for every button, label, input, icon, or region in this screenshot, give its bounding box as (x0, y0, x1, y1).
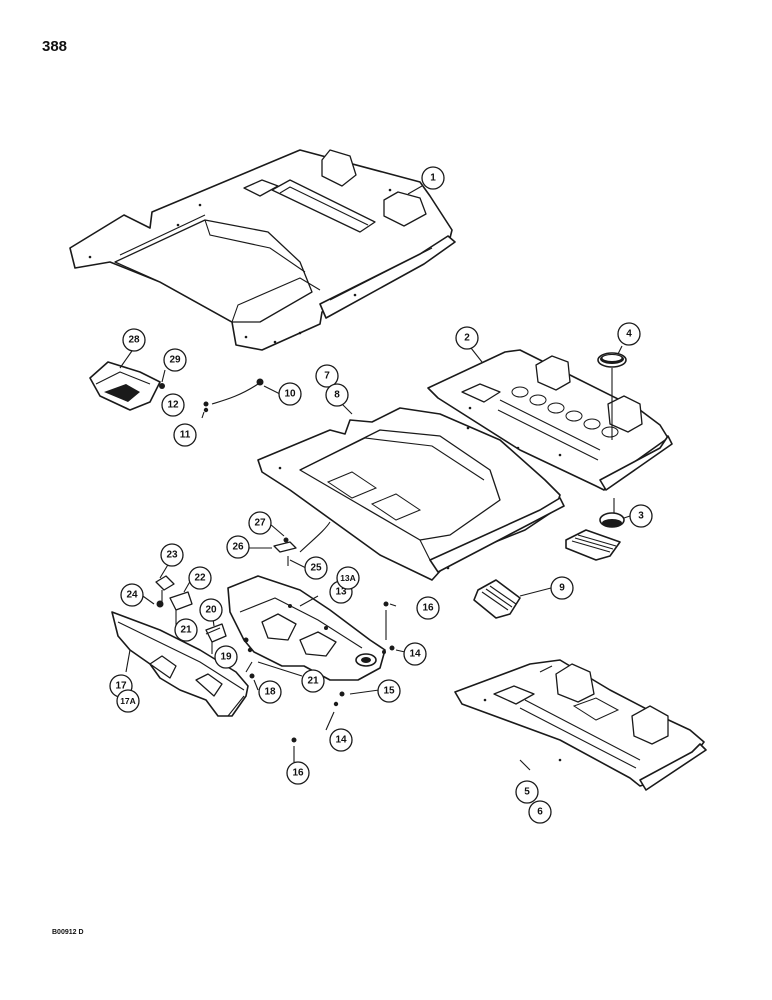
svg-text:18: 18 (264, 687, 276, 698)
callout-21-right: 21 (301, 669, 325, 693)
callout-16-lower: 16 (286, 761, 310, 785)
callout-12: 12 (161, 393, 185, 417)
svg-text:14: 14 (335, 735, 347, 746)
callout-8: 8 (325, 383, 349, 407)
svg-text:1: 1 (430, 173, 436, 184)
svg-text:12: 12 (167, 400, 179, 411)
svg-text:22: 22 (194, 573, 206, 584)
callout-1: 1 (421, 166, 445, 190)
callout-3: 3 (629, 504, 653, 528)
callout-26: 26 (226, 535, 250, 559)
floor-plate-5-6 (454, 659, 707, 791)
floor-plate-assembly-1 (69, 149, 456, 351)
callout-10: 10 (278, 382, 302, 406)
svg-text:14: 14 (409, 649, 421, 660)
callout-20: 20 (199, 598, 223, 622)
callout-27: 27 (248, 511, 272, 535)
svg-text:3: 3 (638, 511, 644, 522)
callout-16-upper: 16 (416, 596, 440, 620)
callout-4: 4 (617, 322, 641, 346)
bracket-28 (89, 361, 161, 411)
callout-13a: 13A (336, 566, 360, 590)
svg-text:28: 28 (128, 335, 140, 346)
floor-plate-2 (427, 349, 673, 491)
callout-15: 15 (377, 679, 401, 703)
svg-text:7: 7 (324, 371, 330, 382)
plug-3 (599, 498, 625, 528)
svg-text:26: 26 (232, 542, 244, 553)
svg-text:19: 19 (220, 652, 232, 663)
callout-17a: 17A (116, 689, 140, 713)
callout-28: 28 (122, 328, 146, 352)
svg-text:23: 23 (166, 550, 178, 561)
callout-14-lower: 14 (329, 728, 353, 752)
svg-text:29: 29 (169, 355, 181, 366)
pedal-pads-9 (473, 529, 621, 619)
callout-5: 5 (515, 780, 539, 804)
callout-7: 7 (315, 364, 339, 388)
svg-text:11: 11 (180, 430, 191, 441)
callout-29: 29 (163, 348, 187, 372)
svg-text:24: 24 (126, 590, 138, 601)
cover-17 (111, 611, 249, 717)
cover-13 (227, 575, 386, 681)
callout-6: 6 (528, 800, 552, 824)
svg-text:10: 10 (284, 389, 296, 400)
svg-text:8: 8 (334, 390, 340, 401)
svg-text:13: 13 (335, 587, 347, 598)
svg-text:25: 25 (310, 563, 322, 574)
svg-text:2: 2 (464, 333, 470, 344)
callout-9: 9 (550, 576, 574, 600)
svg-text:17A: 17A (120, 696, 136, 706)
svg-text:17: 17 (115, 681, 127, 692)
callout-25: 25 (304, 556, 328, 580)
callout-23: 23 (160, 543, 184, 567)
svg-text:5: 5 (524, 787, 530, 798)
svg-text:13A: 13A (340, 573, 356, 583)
callout-18: 18 (258, 680, 282, 704)
page-number: 388 (42, 38, 68, 55)
svg-text:21: 21 (180, 625, 192, 636)
callout-19: 19 (214, 645, 238, 669)
seal-ring-4 (597, 352, 627, 440)
callout-24: 24 (120, 583, 144, 607)
callout-11: 11 (173, 423, 197, 447)
hardware (155, 378, 395, 762)
svg-text:4: 4 (626, 329, 632, 340)
callout-22: 22 (188, 566, 212, 590)
svg-text:21: 21 (307, 676, 319, 687)
figure-code: B00912 D (52, 929, 84, 936)
svg-text:9: 9 (559, 583, 565, 594)
svg-text:6: 6 (537, 807, 543, 818)
svg-text:20: 20 (205, 605, 217, 616)
callout-2: 2 (455, 326, 479, 350)
callout-14-upper: 14 (403, 642, 427, 666)
svg-text:27: 27 (254, 518, 266, 529)
svg-text:16: 16 (422, 603, 434, 614)
svg-text:15: 15 (383, 686, 395, 697)
callout-21-left: 21 (174, 618, 198, 642)
svg-text:16: 16 (292, 768, 304, 779)
floor-plate-7-8 (257, 407, 565, 581)
